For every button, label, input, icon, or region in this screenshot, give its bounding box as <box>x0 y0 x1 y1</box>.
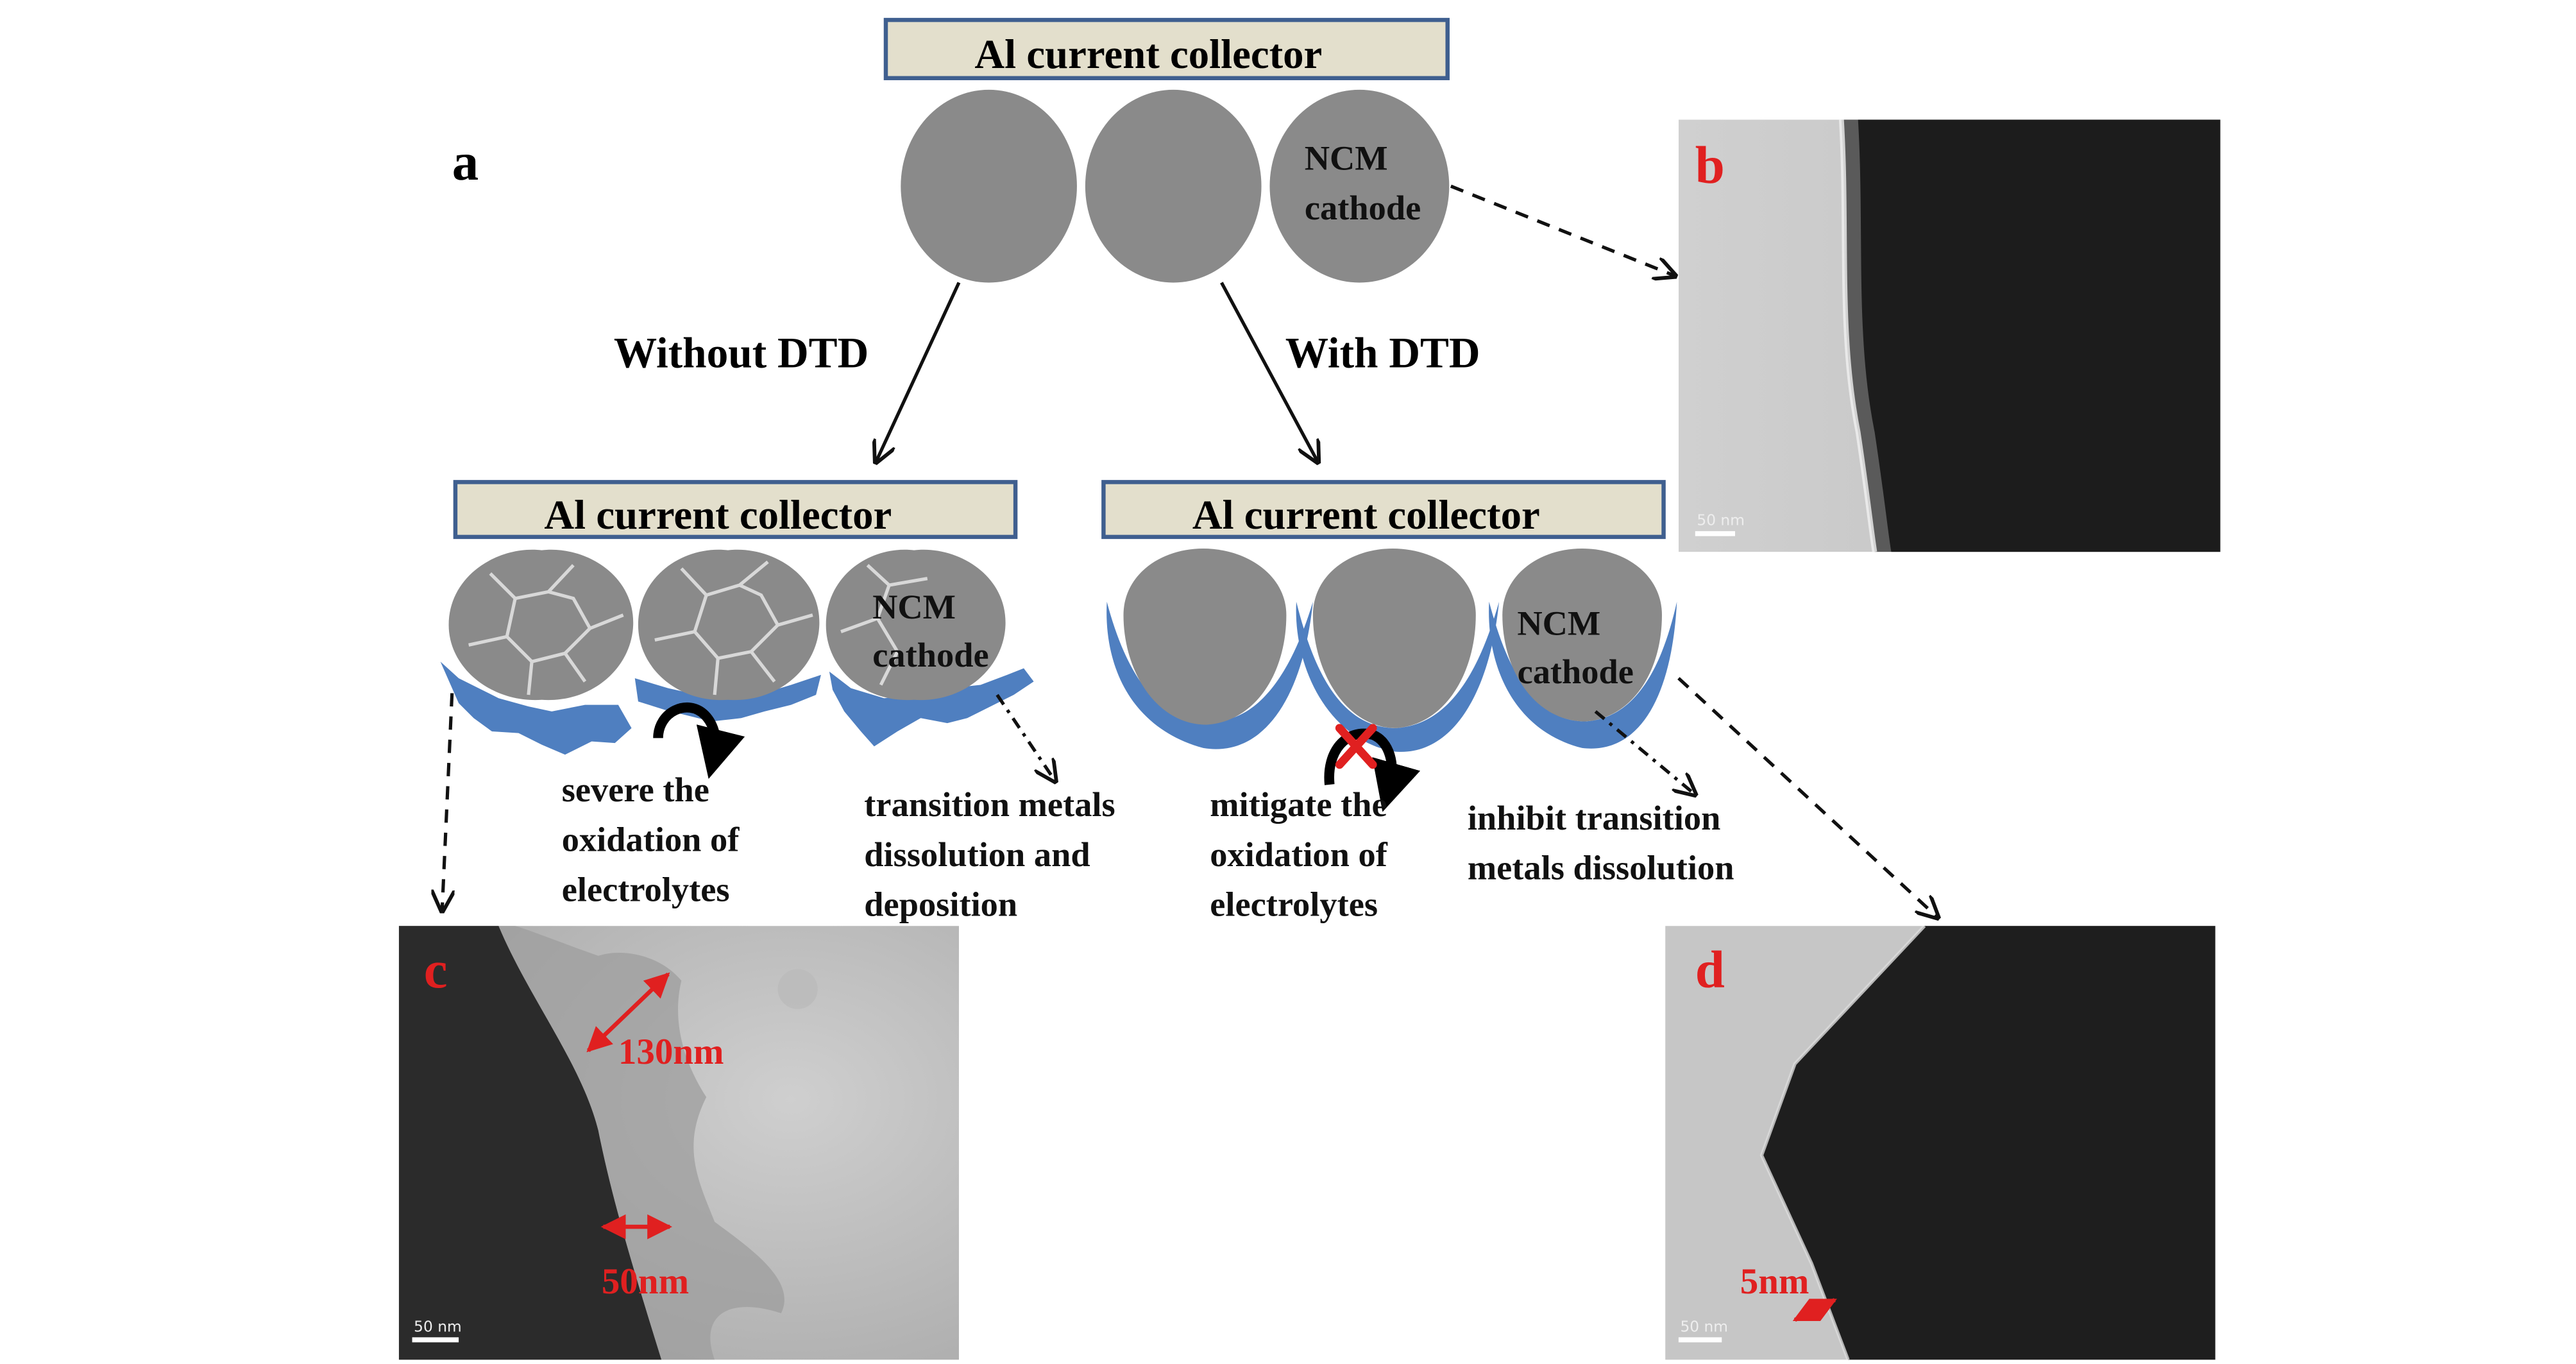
arrow-to-panel-d <box>1677 677 1938 917</box>
left-dissolution-line-2: dissolution and <box>864 835 1090 874</box>
top-cathode-particles: NCM cathode <box>901 89 1450 283</box>
with-dtd-label: With DTD <box>1285 329 1480 377</box>
right-particle-3 <box>1502 549 1662 722</box>
measure-label-5nm: 5nm <box>1740 1261 1809 1302</box>
left-dissolution-caption: transition metals dissolution and deposi… <box>864 785 1115 923</box>
arrow-to-panel-b <box>1450 184 1675 276</box>
panel-label-b: b <box>1695 135 1725 194</box>
right-oxidation-line-2: oxidation of <box>1210 835 1387 874</box>
left-current-collector: Al current collector <box>453 480 1018 540</box>
right-cathode-label-cathode: cathode <box>1518 652 1634 691</box>
right-current-collector: Al current collector <box>1101 480 1666 540</box>
right-oxidation-line-1: mitigate the <box>1210 785 1387 824</box>
top-collector-label: Al current collector <box>974 31 1322 78</box>
top-particle-2 <box>1085 89 1262 283</box>
left-oxidation-curved-arrow <box>653 703 745 780</box>
measure-label-50nm: 50nm <box>602 1261 689 1302</box>
panel-label-d: d <box>1695 940 1725 999</box>
left-oxidation-line-1: severe the <box>562 771 709 809</box>
left-dissolution-arrow <box>996 694 1056 781</box>
right-dissolution-line-2: metals dissolution <box>1468 849 1734 887</box>
panel-label-a: a <box>452 132 479 191</box>
arrow-with-dtd <box>1220 282 1318 462</box>
micrograph-c-scalebar-label: 50 nm <box>414 1318 462 1335</box>
micrograph-d: 50 nm <box>1665 926 2216 1360</box>
right-oxidation-caption: mitigate the oxidation of electrolytes <box>1210 785 1387 923</box>
right-particle-2 <box>1312 549 1476 728</box>
left-oxidation-caption: severe the oxidation of electrolytes <box>562 771 740 908</box>
left-oxidation-line-3: electrolytes <box>562 870 730 908</box>
left-particle-1 <box>448 549 634 701</box>
measure-arrow-130nm <box>586 972 670 1053</box>
right-oxidation-curved-arrow <box>1324 728 1421 812</box>
right-coating-2 <box>1296 601 1500 752</box>
panel-label-c: c <box>424 940 448 999</box>
right-dissolution-caption: inhibit transition metals dissolution <box>1468 799 1734 887</box>
right-cathode-label-ncm: NCM <box>1517 604 1600 643</box>
left-oxidation-line-2: oxidation of <box>562 821 740 859</box>
top-current-collector: Al current collector <box>883 17 1450 81</box>
right-collector-label: Al current collector <box>1192 492 1540 538</box>
right-oxidation-line-3: electrolytes <box>1210 885 1378 924</box>
right-dissolution-arrow <box>1594 710 1695 795</box>
left-dissolution-line-3: deposition <box>864 885 1017 924</box>
top-particle-1 <box>901 89 1077 283</box>
arrow-without-dtd <box>876 282 961 462</box>
right-coated-particles: NCM cathode <box>1106 549 1677 752</box>
measure-arrow-5nm <box>1792 1298 1837 1322</box>
left-dissolution-line-1: transition metals <box>864 785 1115 824</box>
left-cracked-particles: NCM cathode <box>448 549 1006 701</box>
micrograph-b-scalebar-label: 50 nm <box>1697 512 1745 529</box>
top-particle-3 <box>1269 89 1450 283</box>
right-particle-1 <box>1123 549 1287 725</box>
right-dissolution-line-1: inhibit transition <box>1468 799 1721 837</box>
top-cathode-label-cathode: cathode <box>1305 189 1421 227</box>
right-coating-3 <box>1489 601 1677 749</box>
micrograph-b: 50 nm <box>1678 119 2221 552</box>
right-coating-1 <box>1106 601 1313 749</box>
left-particle-2 <box>638 549 820 701</box>
without-dtd-label: Without DTD <box>614 329 869 377</box>
top-cathode-label-ncm: NCM <box>1305 139 1388 177</box>
micrograph-c: 50 nm <box>398 926 959 1360</box>
left-particle-3 <box>826 549 1006 701</box>
left-cathode-label-ncm: NCM <box>872 588 956 626</box>
left-cathode-label-cathode: cathode <box>872 636 988 674</box>
measure-label-130nm: 130nm <box>618 1032 724 1072</box>
micrograph-d-scalebar-label: 50 nm <box>1680 1318 1728 1335</box>
left-collector-label: Al current collector <box>544 492 892 538</box>
blocked-cross-icon <box>1335 724 1377 769</box>
arrow-to-panel-c <box>442 693 452 910</box>
